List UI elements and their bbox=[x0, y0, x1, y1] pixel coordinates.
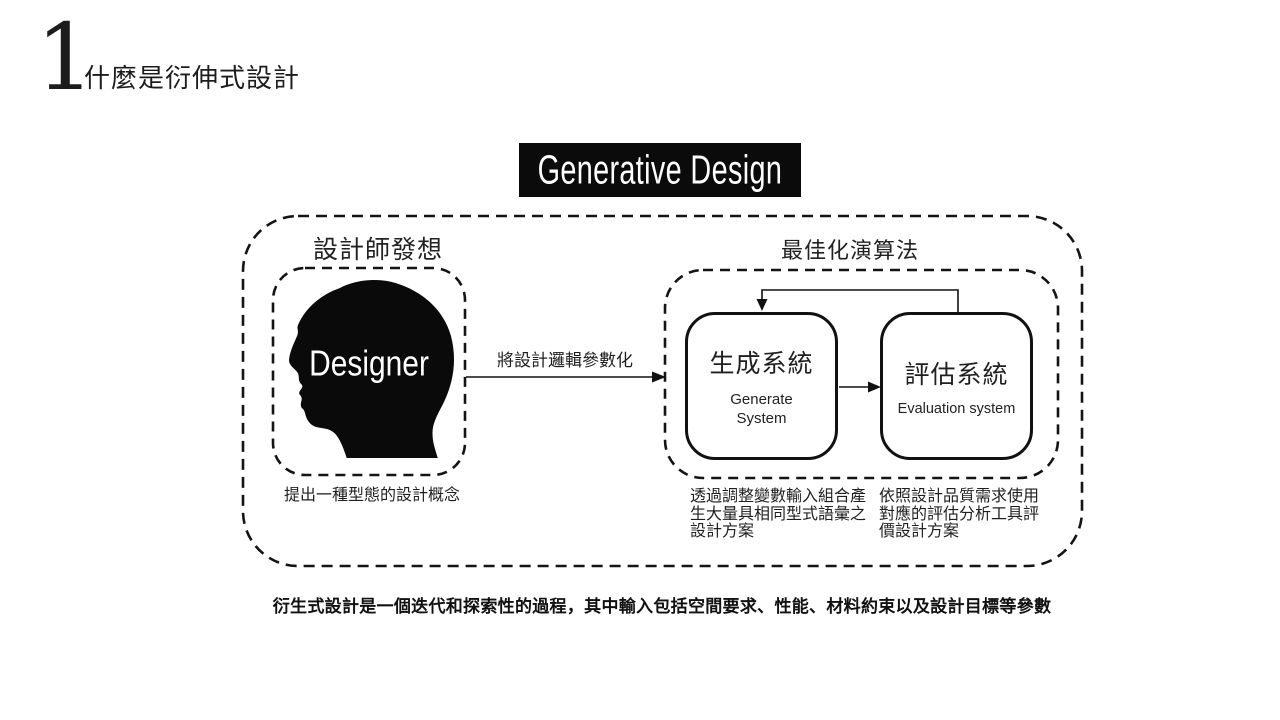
footer-note: 衍生式設計是一個迭代和探索性的過程，其中輸入包括空間要求、性能、材料約束以及設計… bbox=[272, 597, 1052, 616]
evaluation-caption: 依照設計品質需求使用對應的評估分析工具評價設計方案 bbox=[879, 488, 1040, 540]
evaluation-system-box: 評估系統 Evaluation system bbox=[880, 312, 1033, 460]
evaluation-system-subtitle: Evaluation system bbox=[897, 401, 1016, 417]
generate-subtitle-line2: System bbox=[736, 410, 787, 427]
banner-title: Generative Design bbox=[537, 147, 783, 193]
parameterize-arrow bbox=[466, 371, 666, 383]
designer-caption: 提出一種型態的設計概念 bbox=[284, 487, 461, 504]
optimizer-dashed-frame bbox=[663, 268, 1060, 480]
feedback-loop-line bbox=[756, 289, 959, 312]
slide-number: 1 bbox=[36, 4, 95, 111]
generate-subtitle-line1: Generate bbox=[730, 391, 793, 408]
generate-system-box: 生成系統 Generate System bbox=[685, 312, 838, 460]
designer-head-label: Designer bbox=[309, 344, 429, 384]
page-title: 什麼是衍伸式設計 bbox=[84, 63, 301, 93]
generate-system-title: 生成系統 bbox=[709, 350, 814, 378]
generate-caption: 透過調整變數輸入組合產生大量具相同型式語彙之設計方案 bbox=[690, 488, 867, 540]
head-profile-icon bbox=[289, 280, 454, 458]
parameterize-arrow-label: 將設計邏輯參數化 bbox=[497, 351, 633, 370]
generate-system-subtitle: Generate System bbox=[730, 390, 793, 428]
generate-to-evaluation-arrow bbox=[839, 381, 881, 393]
title-banner: Generative Design bbox=[519, 143, 801, 197]
evaluation-system-title: 評估系統 bbox=[904, 361, 1009, 389]
designer-section-label: 設計師發想 bbox=[312, 236, 443, 264]
outer-dashed-frame bbox=[241, 214, 1084, 568]
optimizer-section-label: 最佳化演算法 bbox=[780, 238, 919, 263]
designer-dashed-frame bbox=[271, 266, 467, 477]
